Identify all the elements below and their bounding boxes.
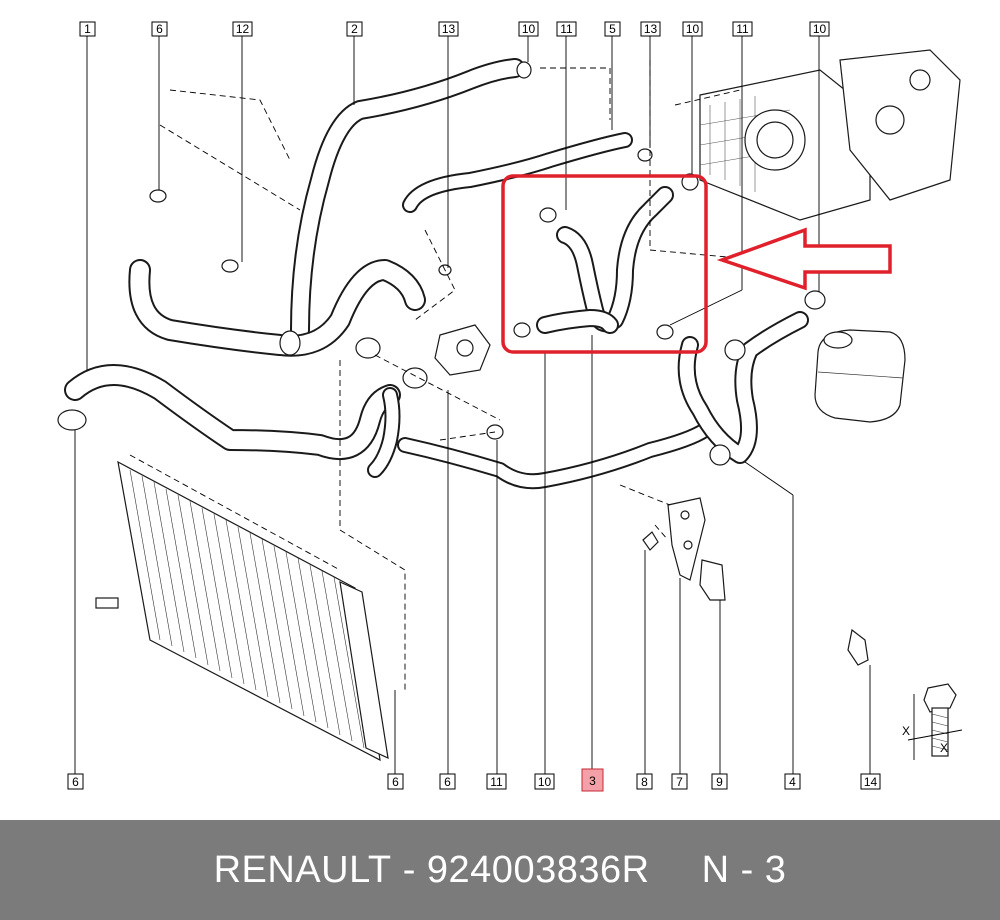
label-13-b: 13: [640, 21, 661, 37]
svg-text:12: 12: [236, 22, 250, 36]
brand-name: RENAULT: [213, 848, 392, 891]
label-14: 14: [860, 773, 881, 790]
radiator: [95, 460, 389, 762]
svg-text:7: 7: [676, 775, 683, 789]
svg-text:13: 13: [644, 22, 658, 36]
label-1: 1: [79, 21, 96, 37]
svg-text:4: 4: [789, 775, 796, 789]
thermostat-housing: [434, 324, 491, 376]
svg-text:10: 10: [538, 775, 552, 789]
label-3-highlighted: 3: [581, 768, 604, 792]
svg-text:3: 3: [589, 774, 596, 788]
part-info-footer: RENAULT - 924003836R N - 3: [0, 820, 1000, 920]
label-8: 8: [636, 773, 653, 790]
svg-text:6: 6: [392, 775, 399, 789]
leader-lines: [74, 36, 871, 774]
label-6-bottom-b: 6: [387, 773, 404, 790]
svg-text:9: 9: [716, 775, 723, 789]
svg-text:13: 13: [442, 22, 456, 36]
svg-text:6: 6: [444, 775, 451, 789]
label-10-c: 10: [809, 21, 830, 37]
svg-text:10: 10: [813, 22, 827, 36]
svg-text:11: 11: [560, 22, 573, 36]
svg-text:1: 1: [84, 22, 91, 36]
label-12: 12: [232, 21, 253, 37]
hose-clamps: [57, 61, 826, 466]
label-2: 2: [346, 21, 363, 37]
label-11-b: 11: [732, 21, 753, 37]
label-10-a: 10: [518, 21, 539, 37]
highlight-arrow: [716, 227, 892, 291]
svg-text:8: 8: [641, 775, 648, 789]
label-6-top: 6: [151, 21, 168, 37]
svg-text:11: 11: [736, 22, 749, 36]
exploded-parts-diagram: X X: [57, 21, 963, 792]
svg-text:10: 10: [686, 22, 700, 36]
diagram-reference: N - 3: [701, 848, 787, 891]
label-10-b: 10: [682, 21, 703, 37]
label-6-bottom-a: 6: [67, 773, 84, 790]
highlight-frame: [501, 174, 708, 354]
label-13-a: 13: [438, 21, 459, 37]
dimension-x-vertical: X: [902, 724, 910, 738]
svg-text:14: 14: [864, 775, 878, 789]
label-10-bottom: 10: [534, 773, 555, 790]
labels-top: 1 6 12 2 13 10 11 5 13 10 11 10: [79, 21, 830, 37]
svg-text:6: 6: [72, 775, 79, 789]
label-9: 9: [711, 773, 728, 790]
dimension-x-horizontal: X: [940, 741, 948, 755]
bolt-detail: X X: [902, 683, 963, 760]
engine-block: [699, 49, 961, 221]
svg-text:10: 10: [522, 22, 536, 36]
labels-bottom: 6 6 6 11 10 3 8 7 9 4 14: [67, 768, 881, 792]
hoses: [64, 58, 809, 490]
expansion-tank: [814, 329, 906, 423]
label-5: 5: [604, 21, 621, 37]
part-number: 924003836R: [426, 848, 650, 891]
label-7: 7: [671, 773, 688, 790]
label-4: 4: [784, 773, 801, 790]
svg-text:5: 5: [609, 22, 616, 36]
label-6-bottom-c: 6: [439, 773, 456, 790]
bracket-parts: [642, 497, 869, 666]
label-11-bottom: 11: [486, 773, 507, 790]
label-11-a: 11: [556, 21, 577, 37]
brand-separator: -: [402, 848, 416, 891]
svg-text:2: 2: [351, 22, 358, 36]
svg-text:11: 11: [490, 775, 503, 789]
svg-text:6: 6: [156, 22, 163, 36]
